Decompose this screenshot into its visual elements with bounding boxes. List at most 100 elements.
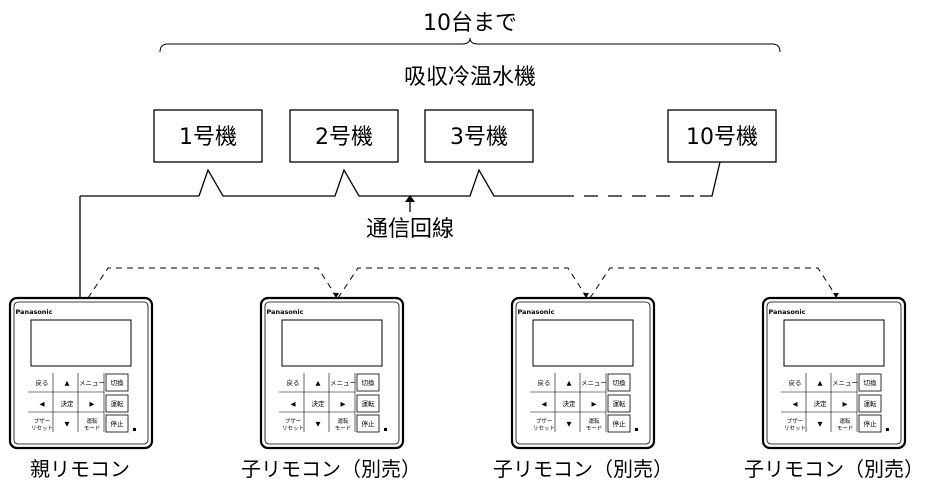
- comm-line-label: 通信回線: [366, 217, 454, 242]
- button-label: ◀: [291, 400, 296, 408]
- button-label: ブザー: [285, 417, 302, 425]
- switch-button[interactable]: 切換: [607, 373, 631, 392]
- lcd-screen: [30, 319, 132, 367]
- stop-button[interactable]: 停止: [356, 414, 380, 433]
- switch-button[interactable]: 切換: [356, 373, 380, 392]
- unit-label: 3号機: [450, 125, 508, 150]
- button-label: 停止: [111, 419, 125, 428]
- unit-label: 10号機: [686, 125, 758, 150]
- remote-links: [87, 267, 837, 299]
- down-button[interactable]: ▼: [65, 420, 70, 428]
- button-label: 戻る: [36, 378, 49, 387]
- up-button[interactable]: ▲: [65, 379, 70, 387]
- enter-button[interactable]: 決定: [814, 399, 828, 408]
- button-label: 戻る: [287, 378, 300, 387]
- button-label: 運転: [588, 418, 600, 425]
- switch-button[interactable]: 切換: [105, 373, 129, 392]
- back-button[interactable]: 戻る: [538, 378, 551, 387]
- back-button[interactable]: 戻る: [789, 378, 802, 387]
- unit-box-1: 1号機: [153, 109, 263, 163]
- stop-button[interactable]: 停止: [607, 414, 631, 433]
- up-button[interactable]: ▲: [567, 379, 572, 387]
- button-label: ▼: [567, 420, 572, 428]
- back-button[interactable]: 戻る: [287, 378, 300, 387]
- up-button[interactable]: ▲: [818, 379, 823, 387]
- left-button[interactable]: ◀: [40, 400, 45, 408]
- menu-button[interactable]: メニュー: [832, 379, 858, 387]
- stop-button[interactable]: 停止: [858, 414, 882, 433]
- run-button[interactable]: 運転: [105, 394, 129, 413]
- left-button[interactable]: ◀: [542, 400, 547, 408]
- unit-box-10: 10号機: [667, 109, 777, 163]
- button-label: ▲: [567, 379, 572, 387]
- remote-bezel: [515, 301, 651, 445]
- up-button[interactable]: ▲: [316, 379, 321, 387]
- unit-box-3: 3号機: [424, 109, 534, 163]
- right-button[interactable]: ▶: [341, 400, 346, 408]
- down-button[interactable]: ▼: [316, 420, 321, 428]
- button-label: リセット: [784, 425, 806, 432]
- button-label: メニュー: [581, 379, 607, 387]
- enter-button[interactable]: 決定: [61, 399, 75, 408]
- button-label: ▶: [341, 400, 346, 408]
- sub-remote-1: Panasonic戻る▲メニュー切換◀決定▶運転ブザーリセット▼運転モード停止: [259, 296, 405, 450]
- button-label: ▲: [818, 379, 823, 387]
- remote-caption-sub-2: 子リモコン（別売）: [493, 457, 673, 481]
- button-label: 運転: [337, 418, 349, 425]
- right-button[interactable]: ▶: [90, 400, 95, 408]
- button-label: リセット: [31, 425, 53, 432]
- remote-caption-sub-1: 子リモコン（別売）: [241, 457, 421, 481]
- button-label: ▼: [65, 420, 70, 428]
- back-button[interactable]: 戻る: [36, 378, 49, 387]
- run-button[interactable]: 運転: [607, 394, 631, 413]
- run-button[interactable]: 運転: [858, 394, 882, 413]
- enter-button[interactable]: 決定: [563, 399, 577, 408]
- down-button[interactable]: ▼: [567, 420, 572, 428]
- run-button[interactable]: 運転: [356, 394, 380, 413]
- button-label: メニュー: [79, 379, 105, 387]
- status-led: [886, 428, 889, 431]
- button-label: リセット: [533, 425, 555, 432]
- button-label: ▶: [592, 400, 597, 408]
- left-button[interactable]: ◀: [793, 400, 798, 408]
- button-label: 運転: [111, 399, 125, 408]
- right-button[interactable]: ▶: [592, 400, 597, 408]
- down-button[interactable]: ▼: [818, 420, 823, 428]
- communication-line: [79, 161, 721, 300]
- button-label: 停止: [613, 419, 627, 428]
- button-label: 切換: [864, 378, 878, 387]
- menu-button[interactable]: メニュー: [79, 379, 105, 387]
- menu-button[interactable]: メニュー: [330, 379, 356, 387]
- switch-button[interactable]: 切換: [858, 373, 882, 392]
- button-label: 決定: [312, 399, 326, 408]
- right-button[interactable]: ▶: [843, 400, 848, 408]
- comm-line-arrow: [405, 195, 415, 212]
- status-led: [133, 428, 136, 431]
- remote-caption-sub-3: 子リモコン（別売）: [744, 457, 924, 481]
- lcd-screen: [532, 319, 634, 367]
- button-label: 運転: [864, 399, 878, 408]
- enter-button[interactable]: 決定: [312, 399, 326, 408]
- max-units-label: 10台まで: [423, 11, 517, 36]
- button-label: メニュー: [832, 379, 858, 387]
- button-label: 停止: [362, 419, 376, 428]
- unit-box-2: 2号機: [289, 109, 399, 163]
- range-brace: [159, 37, 781, 53]
- button-label: 運転: [839, 418, 851, 425]
- button-label: ◀: [40, 400, 45, 408]
- brand-logo: Panasonic: [266, 308, 303, 316]
- left-button[interactable]: ◀: [291, 400, 296, 408]
- button-label: 運転: [613, 399, 627, 408]
- stop-button[interactable]: 停止: [105, 414, 129, 433]
- button-label: モード: [586, 425, 603, 432]
- menu-button[interactable]: メニュー: [581, 379, 607, 387]
